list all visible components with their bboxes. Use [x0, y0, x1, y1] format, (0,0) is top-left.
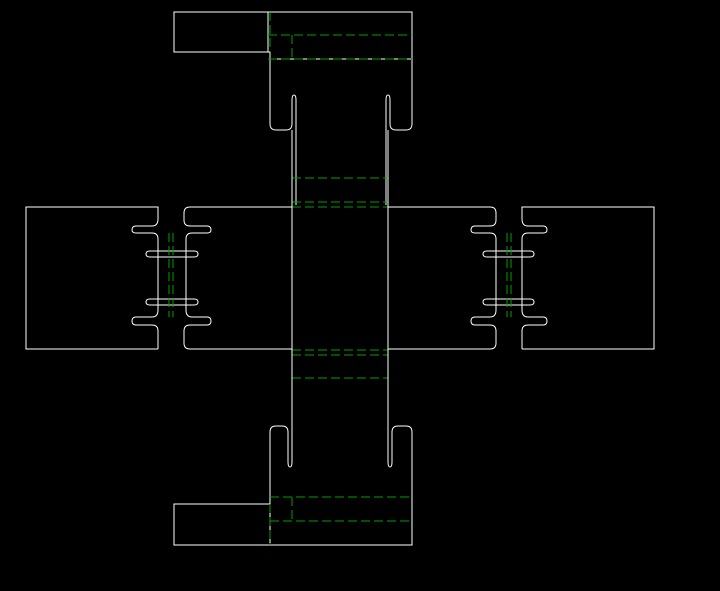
right-slot-upper: [482, 250, 535, 258]
bottom-lock-tab: [269, 425, 413, 497]
right-slot-lower: [482, 298, 535, 306]
left-slot-lower: [145, 298, 199, 306]
top-flap-assembly: [173, 11, 413, 205]
top-lock-tab: [269, 59, 413, 205]
left-wing-outline: [25, 206, 292, 350]
right-wing-outline: [388, 206, 655, 350]
left-slot-upper: [145, 250, 199, 258]
bottom-flap-assembly: [173, 425, 413, 546]
left-wing: [25, 206, 292, 350]
center-side-cuts: [291, 130, 389, 462]
right-wing: [388, 206, 655, 350]
center-panel: [291, 130, 389, 462]
